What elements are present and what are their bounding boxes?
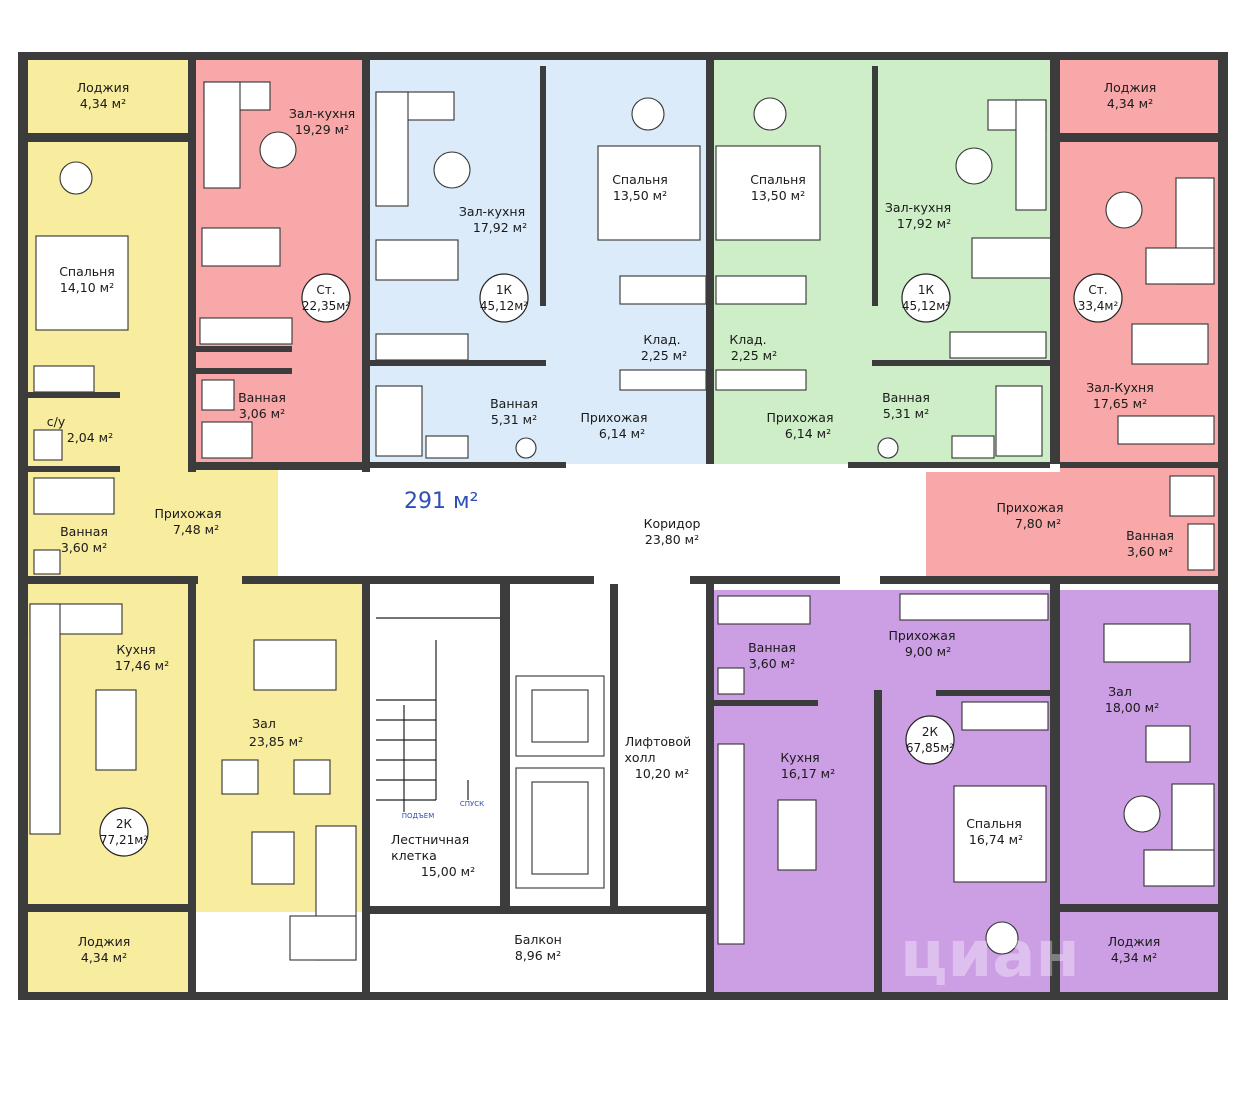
apartment-type: 1К [496, 283, 513, 297]
room-name: Кухня [780, 750, 819, 765]
furniture [29, 81, 1215, 961]
apartment-area: 22,35м² [302, 299, 350, 313]
apartment-badge: Ст. 22,35м² [301, 273, 351, 323]
room-area: 13,50 м² [613, 188, 667, 203]
room-name: Зал-кухня [289, 106, 355, 121]
room-area: 9,00 м² [905, 644, 951, 659]
apartment-badge: Ст. 33,4м² [1073, 273, 1123, 323]
apartment-area: 77,21м² [100, 833, 148, 847]
room-area: 17,92 м² [897, 216, 951, 231]
room-name: Клад. [643, 332, 680, 347]
room-name: Зал-кухня [459, 204, 525, 219]
apartment-badge: 1К 45,12м² [901, 273, 951, 323]
stair-down-label: СПУСК [460, 800, 484, 808]
apartment-type: 2К [116, 817, 133, 831]
stair-up-label: ПОДЪЕМ [402, 812, 435, 820]
room-name: Спальня [59, 264, 115, 279]
room-name: Прихожая [889, 628, 956, 643]
room-area: 7,80 м² [1015, 516, 1061, 531]
room-name: Ванная [748, 640, 796, 655]
room-name: Лоджия [77, 80, 130, 95]
room-area: 7,48 м² [173, 522, 219, 537]
apartment-type: 2К [922, 725, 939, 739]
room-name: Зал-Кухня [1086, 380, 1154, 395]
room-name: Прихожая [155, 506, 222, 521]
room-name: Спальня [750, 172, 806, 187]
room-area: 4,34 м² [1111, 950, 1157, 965]
room-name: Зал [1108, 684, 1132, 699]
room-area: 4,34 м² [81, 950, 127, 965]
room-area: 23,85 м² [249, 734, 303, 749]
room-area: 3,60 м² [61, 540, 107, 555]
room-area: 4,34 м² [1107, 96, 1153, 111]
room-area: 23,80 м² [645, 532, 699, 547]
apartment-area: 45,12м² [902, 299, 950, 313]
room-name: клетка [391, 848, 437, 863]
apartment-badge: 1К 45,12м² [479, 273, 529, 323]
apartment-badges: Ст. 22,35м² 1К 45,12м² 1К 45,12м² Ст. 33… [99, 273, 1123, 857]
room-area: 14,10 м² [60, 280, 114, 295]
room-area: 4,34 м² [80, 96, 126, 111]
room-name: Ванная [490, 396, 538, 411]
room-name: Лоджия [1108, 934, 1161, 949]
apartment-area: 33,4м² [1078, 299, 1119, 313]
room-name: Спальня [966, 816, 1022, 831]
total-area: 291 м² [404, 489, 478, 514]
room-area: 19,29 м² [295, 122, 349, 137]
room-name: Прихожая [767, 410, 834, 425]
apartment-badge: 2К 67,85м² [905, 715, 955, 765]
room-area: 5,31 м² [491, 412, 537, 427]
room-area: 8,96 м² [515, 948, 561, 963]
room-labels: Лоджия 4,34 м² Зал-кухня 19,29 м² Спальн… [47, 80, 1174, 965]
room-area: 3,06 м² [239, 406, 285, 421]
room-area: 6,14 м² [599, 426, 645, 441]
room-name: Прихожая [581, 410, 648, 425]
room-name: с/у [47, 414, 66, 429]
room-area: 2,25 м² [641, 348, 687, 363]
room-name: Балкон [514, 932, 562, 947]
apartment-type: 1К [918, 283, 935, 297]
room-area: 6,14 м² [785, 426, 831, 441]
room-name: Лоджия [78, 934, 131, 949]
room-name: Ванная [60, 524, 108, 539]
room-name: Спальня [612, 172, 668, 187]
room-name: Прихожая [997, 500, 1064, 515]
room-area: 3,60 м² [1127, 544, 1173, 559]
apartment-area: 45,12м² [480, 299, 528, 313]
apartment-badge: 2К 77,21м² [99, 807, 149, 857]
room-area: 18,00 м² [1105, 700, 1159, 715]
room-area: 17,65 м² [1093, 396, 1147, 411]
stair-steps [376, 617, 500, 812]
room-name: Лоджия [1104, 80, 1157, 95]
room-name: Ванная [1126, 528, 1174, 543]
room-area: 2,04 м² [67, 430, 113, 445]
room-name: Кухня [116, 642, 155, 657]
room-area: 10,20 м² [635, 766, 689, 781]
room-name: холл [624, 750, 655, 765]
watermark: циан [900, 918, 1080, 992]
room-name: Клад. [729, 332, 766, 347]
walls [18, 52, 1228, 1000]
room-area: 2,25 м² [731, 348, 777, 363]
room-name: Лестничная [391, 832, 469, 847]
apartment-area: 67,85м² [906, 741, 954, 755]
room-area: 17,46 м² [115, 658, 169, 673]
room-name: Ванная [238, 390, 286, 405]
room-area: 16,74 м² [969, 832, 1023, 847]
room-name: Ванная [882, 390, 930, 405]
apartment-type: Ст. [316, 283, 335, 297]
room-area: 5,31 м² [883, 406, 929, 421]
room-area: 13,50 м² [751, 188, 805, 203]
room-area: 17,92 м² [473, 220, 527, 235]
room-name: Зал [252, 716, 276, 731]
room-name: Лифтовой [625, 734, 691, 749]
apartment-type: Ст. [1088, 283, 1107, 297]
room-area: 15,00 м² [421, 864, 475, 879]
room-name: Зал-кухня [885, 200, 951, 215]
room-area: 16,17 м² [781, 766, 835, 781]
room-area: 3,60 м² [749, 656, 795, 671]
room-name: Коридор [644, 516, 701, 531]
